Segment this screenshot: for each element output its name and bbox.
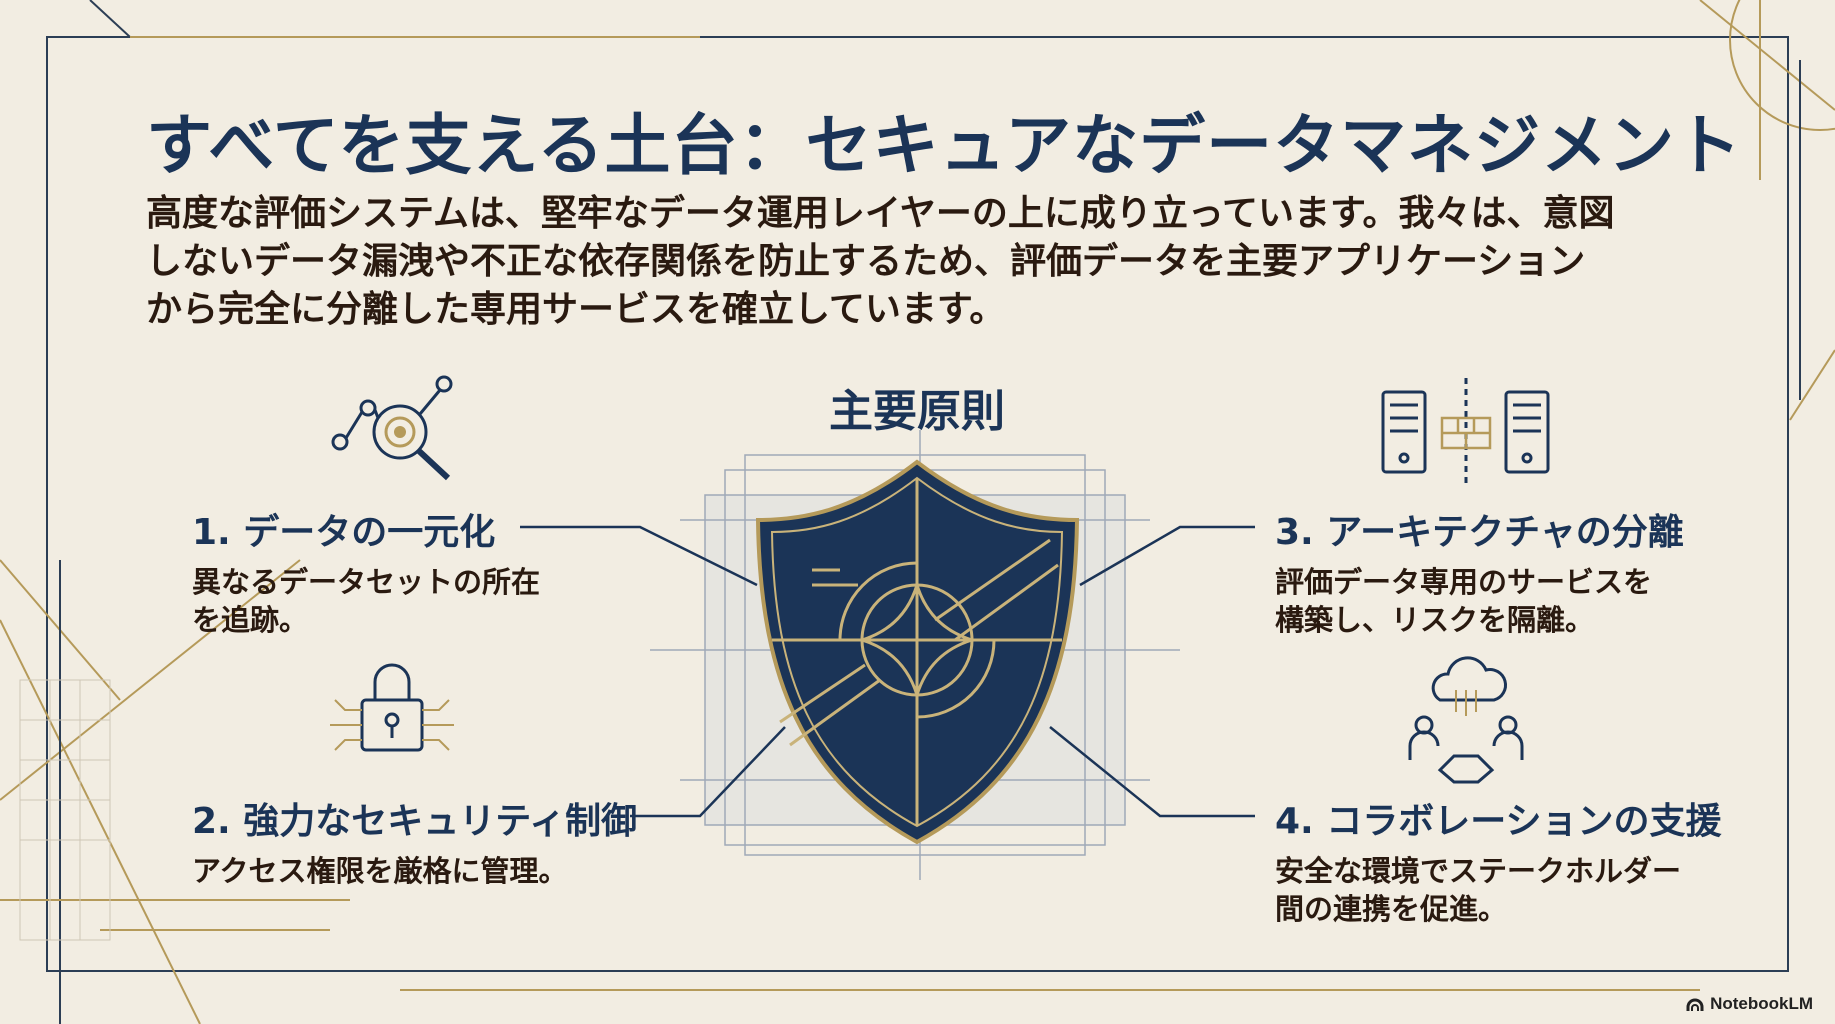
- desc-line: 構築し、リスクを隔離。: [1275, 603, 1595, 637]
- principle-title: 3. アーキテクチャの分離: [1275, 512, 1684, 553]
- principle-title: 2. 強力なセキュリティ制御: [192, 801, 638, 842]
- brand-label: NotebookLM: [1710, 994, 1813, 1013]
- intro-line: 高度な評価システムは、堅牢なデータ運用レイヤーの上に成り立っています。我々は、意…: [146, 193, 1615, 234]
- principle-2: 2. 強力なセキュリティ制御 アクセス権限を厳格に管理。: [192, 792, 637, 890]
- desc-line: アクセス権限を厳格に管理。: [192, 854, 568, 888]
- principle-desc: アクセス権限を厳格に管理。: [192, 852, 637, 890]
- cloud-handshake-icon: [1408, 656, 1524, 784]
- principle-3: 3. アーキテクチャの分離 評価データ専用のサービスを 構築し、リスクを隔離。: [1275, 503, 1684, 639]
- connector-lines: [520, 525, 1255, 818]
- circuit-lock-icon: [330, 663, 454, 752]
- data-network-search-icon: [331, 375, 453, 481]
- shield-icon: [755, 459, 1080, 845]
- intro-line: から完全に分離した専用サービスを確立しています。: [146, 289, 1006, 330]
- center-label: 主要原則: [829, 386, 1005, 437]
- principle-title: 4. コラボレーションの支援: [1275, 801, 1722, 842]
- principle-desc: 安全な環境でステークホルダー 間の連携を促進。: [1275, 852, 1722, 928]
- desc-line: を追跡。: [192, 603, 309, 637]
- notebooklm-brand: NotebookLM: [1686, 994, 1813, 1014]
- desc-line: 間の連携を促進。: [1275, 892, 1508, 926]
- notebooklm-logo-icon: [1686, 998, 1704, 1011]
- principle-4: 4. コラボレーションの支援 安全な環境でステークホルダー 間の連携を促進。: [1275, 792, 1722, 928]
- desc-line: 安全な環境でステークホルダー: [1275, 854, 1682, 888]
- intro-line: しないデータ漏洩や不正な依存関係を防止するため、評価データを主要アプリケーション: [146, 241, 1586, 282]
- principle-desc: 異なるデータセットの所在 を追跡。: [192, 563, 540, 639]
- intro-paragraph: 高度な評価システムは、堅牢なデータ運用レイヤーの上に成り立っています。我々は、意…: [146, 190, 1706, 334]
- desc-line: 異なるデータセットの所在: [192, 565, 541, 599]
- servers-firewall-icon: [1381, 378, 1550, 486]
- principle-title: 1. データの一元化: [192, 512, 496, 553]
- principle-1: 1. データの一元化 異なるデータセットの所在 を追跡。: [192, 503, 540, 639]
- principle-desc: 評価データ専用のサービスを 構築し、リスクを隔離。: [1275, 563, 1684, 639]
- desc-line: 評価データ専用のサービスを: [1275, 565, 1653, 599]
- page-title: すべてを支える土台：セキュアなデータマネジメント: [146, 107, 1743, 184]
